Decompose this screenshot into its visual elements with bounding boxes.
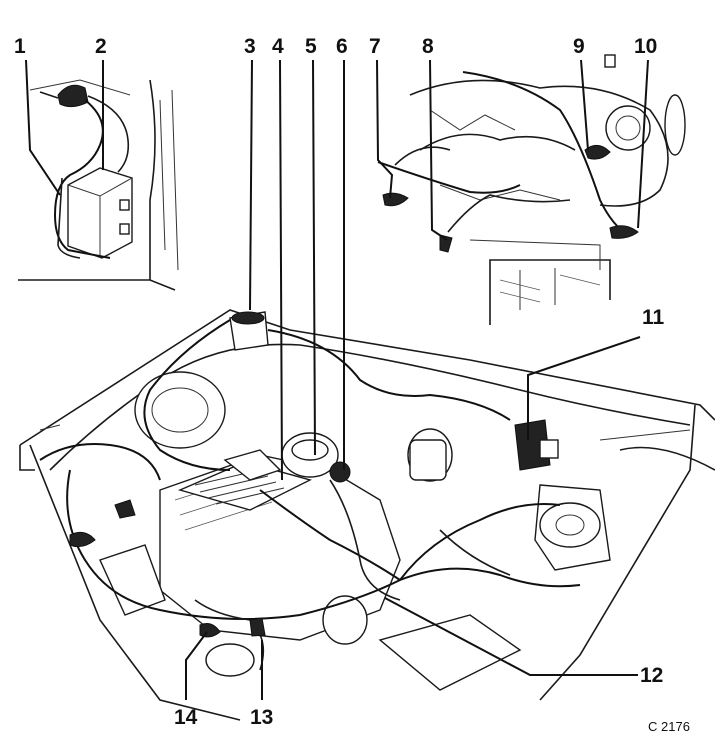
callout-4: 4 <box>272 35 284 58</box>
callout-3: 3 <box>244 35 256 58</box>
callout-6: 6 <box>336 35 348 58</box>
inset-control-unit <box>18 79 179 291</box>
wiring-harness <box>39 319 581 671</box>
callout-8: 8 <box>422 35 434 58</box>
callout-13: 13 <box>250 706 273 729</box>
callout-2: 2 <box>95 35 107 58</box>
leader-lines <box>25 59 649 700</box>
figure-code: C 2176 <box>648 719 690 734</box>
inset-engine-detail <box>377 54 686 325</box>
callout-7: 7 <box>369 35 381 58</box>
callout-1: 1 <box>14 35 26 58</box>
callout-labels: 1 2 3 4 5 6 7 8 9 10 11 12 13 14 <box>14 35 665 729</box>
callout-5: 5 <box>305 35 317 58</box>
callout-9: 9 <box>573 35 585 58</box>
callout-14: 14 <box>174 706 198 729</box>
callout-12: 12 <box>640 664 663 687</box>
callout-11: 11 <box>642 306 665 329</box>
callout-10: 10 <box>634 35 657 58</box>
engine-bay <box>19 309 715 721</box>
